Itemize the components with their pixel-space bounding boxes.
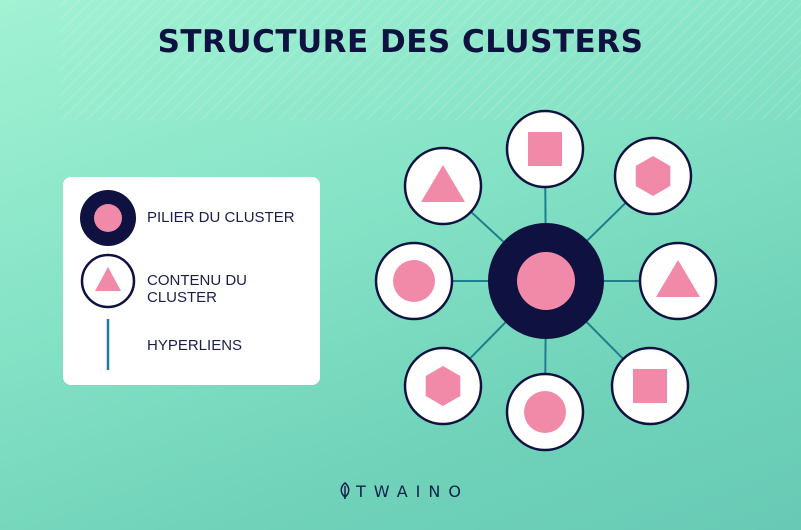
- page-title: STRUCTURE DES CLUSTERS: [157, 24, 644, 60]
- pillar-circle-icon: [517, 252, 575, 310]
- pillar-circle-icon: [80, 190, 136, 246]
- hexagon-icon: [425, 366, 461, 406]
- cluster-content-bottom-right: [610, 346, 690, 426]
- cluster-content-bottom: [505, 372, 585, 452]
- cluster-content-left: [374, 241, 454, 321]
- cluster-contents: [374, 109, 718, 452]
- legend-label-pillar: PILIER DU CLUSTER: [147, 209, 295, 226]
- triangle-icon: [656, 260, 700, 297]
- legend-label-content: CONTENU DU CLUSTER: [147, 272, 247, 306]
- square-icon: [633, 369, 667, 403]
- cluster-content-right: [638, 241, 718, 321]
- legend-panel: PILIER DU CLUSTER CONTENU DU CLUSTER HYP…: [63, 177, 320, 385]
- brand-name: TWAINO: [356, 481, 469, 501]
- legend-label-hyperlinks: HYPERLIENS: [147, 337, 243, 354]
- brand-logo: TWAINO: [338, 480, 469, 502]
- circle-icon: [524, 391, 566, 433]
- leaf-icon: [340, 482, 350, 499]
- square-icon: [528, 132, 562, 166]
- cluster-content-top-right: [613, 136, 693, 216]
- circle-icon: [393, 260, 435, 302]
- cluster-content-top: [505, 109, 585, 189]
- hexagon-icon: [635, 156, 671, 196]
- content-triangle-icon: [80, 253, 136, 309]
- cluster-pillar: [488, 223, 604, 339]
- cluster-content-bottom-left: [403, 346, 483, 426]
- triangle-icon: [421, 165, 465, 202]
- cluster-content-top-left: [403, 146, 483, 226]
- legend-icons: [80, 190, 136, 370]
